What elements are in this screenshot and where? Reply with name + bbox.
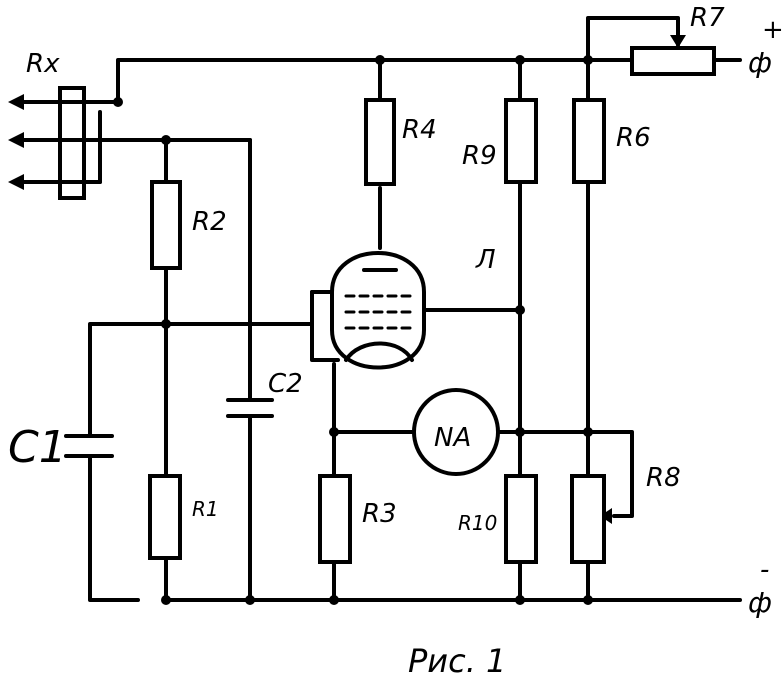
- bottom-rail: [161, 595, 742, 605]
- tube-label: Л: [475, 245, 496, 275]
- minus-terminal: - ф: [748, 555, 772, 619]
- resistor-r2: [150, 135, 182, 326]
- r2-label: R2: [192, 207, 227, 237]
- r3-label: R3: [362, 499, 397, 529]
- microammeter: [412, 388, 634, 524]
- resistor-r1: [148, 319, 182, 602]
- minus-terminal-symbol: ф: [748, 586, 772, 619]
- r10-label: R10: [458, 511, 497, 535]
- resistor-r3: [318, 474, 352, 605]
- resistor-r8: [570, 474, 606, 605]
- cathode-wire: [329, 362, 420, 478]
- capacitor-c1: [64, 322, 168, 602]
- vacuum-tube: [330, 186, 525, 370]
- resistor-r10: [504, 474, 538, 605]
- figure-caption: Рис. 1: [408, 642, 506, 680]
- r9-label: R9: [462, 141, 497, 171]
- minus-sign: -: [760, 555, 769, 585]
- c2-label: C2: [268, 369, 303, 399]
- r6-label: R6: [616, 123, 651, 153]
- rx-label: Rx: [26, 49, 60, 79]
- plus-terminal-symbol: ф: [748, 46, 772, 79]
- connector-rx: [8, 86, 252, 200]
- plus-sign: +: [762, 15, 784, 45]
- r7-label: R7: [690, 3, 725, 33]
- capacitor-c2: [164, 138, 274, 605]
- c1-label: C1: [8, 422, 67, 473]
- r1-label: R1: [192, 497, 219, 521]
- plus-terminal: + ф: [748, 15, 784, 79]
- resistor-r4: [364, 58, 396, 186]
- r4-label: R4: [402, 115, 437, 145]
- r8-label: R8: [646, 463, 681, 493]
- meter-label: NA: [434, 423, 471, 453]
- resistor-r7: [586, 16, 716, 76]
- resistor-r6: [572, 58, 606, 478]
- resistor-r9: [504, 58, 538, 478]
